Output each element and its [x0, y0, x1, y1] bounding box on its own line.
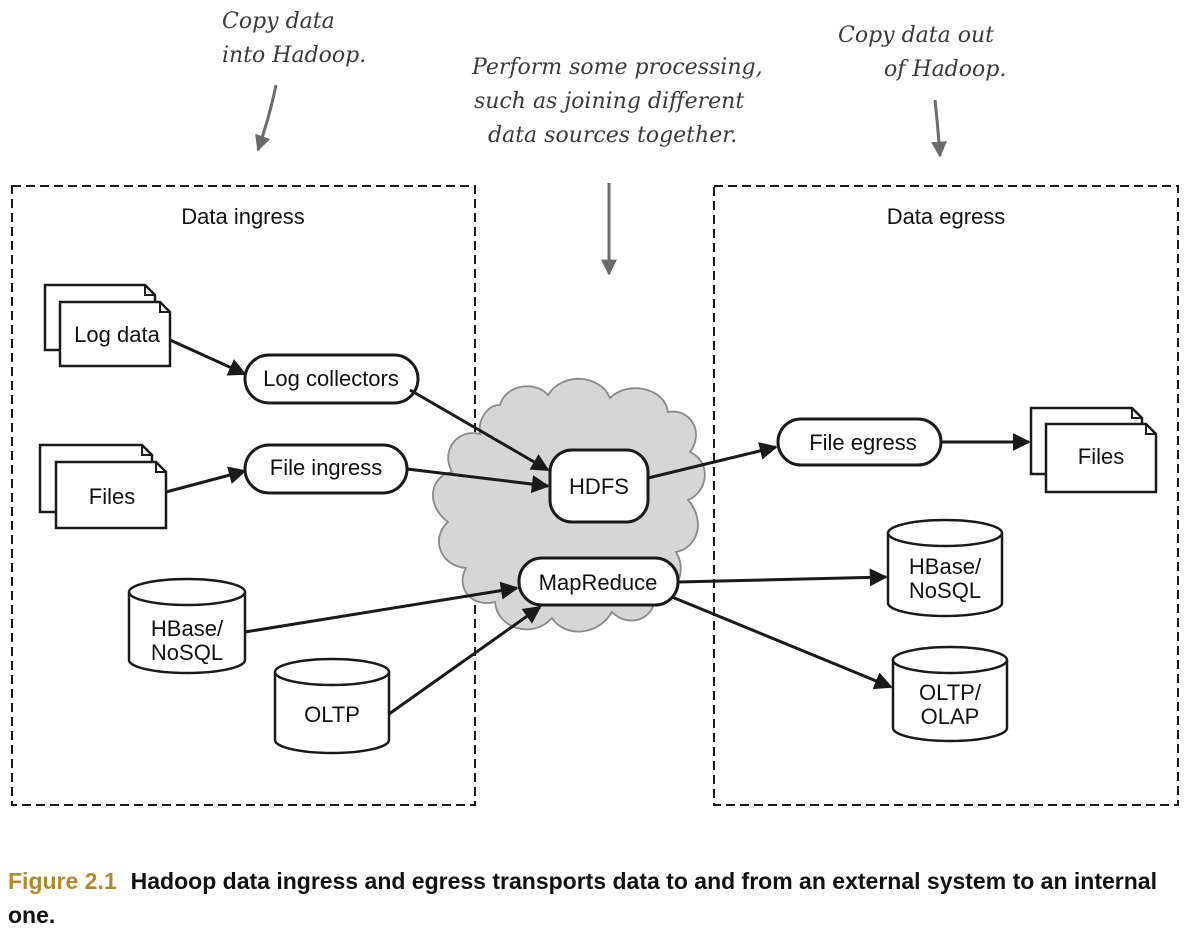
egress-oltp-olap-top: [891, 645, 1009, 675]
annotation-copy-out-arrow: [930, 99, 947, 158]
egress-hbase-top: [886, 518, 1004, 548]
egress-oltp-olap-label-2: OLAP: [921, 704, 980, 729]
egress-files-doc-front: [1044, 422, 1158, 494]
file-ingress-label: File ingress: [270, 455, 382, 480]
hdfs-label: HDFS: [569, 474, 629, 499]
annotation-copy-in-line-1: Copy data: [222, 9, 335, 34]
edge-logdata-to-logcollectors: [169, 338, 247, 376]
egress-oltp-olap-label-1: OLTP/: [919, 680, 982, 705]
annotation-processing: Perform some processing, such as joining…: [471, 55, 763, 276]
ingress-files-doc-front: [54, 460, 168, 530]
ingress-oltp-cylinder: OLTP: [273, 657, 391, 755]
annotation-copy-in: Copy data into Hadoop.: [222, 9, 366, 152]
ingress-oltp-label: OLTP: [304, 702, 360, 727]
log-collectors-pill: [243, 353, 420, 405]
annotation-copy-out-line-2: of Hadoop.: [884, 57, 1006, 82]
annotation-copy-in-line-2: into Hadoop.: [222, 43, 366, 68]
egress-files-documents: Files: [1029, 406, 1158, 494]
ingress-hbase-body: [127, 592, 247, 675]
ingress-title: Data ingress: [181, 204, 305, 229]
annotation-processing-line-1: Perform some processing,: [471, 55, 763, 80]
log-data-label: Log data: [74, 322, 160, 347]
hdfs-node: HDFS: [548, 448, 650, 524]
edge-hbase-to-mapreduce: [244, 581, 519, 634]
log-data-documents: Log data: [43, 283, 172, 368]
egress-panel: Data egress: [713, 185, 1179, 806]
ingress-hbase-cylinder: HBase/ NoSQL: [127, 577, 247, 675]
annotation-processing-line-3: data sources together.: [488, 123, 737, 148]
log-collectors-label: Log collectors: [263, 366, 399, 391]
file-egress-node: File egress: [776, 417, 943, 467]
hdfs-box: [548, 448, 650, 524]
egress-hbase-body: [886, 533, 1004, 618]
egress-oltp-olap-cylinder: OLTP/ OLAP: [891, 645, 1009, 743]
edge-files-to-fileingress: [165, 466, 247, 494]
egress-title: Data egress: [887, 204, 1006, 229]
ingress-hbase-label-2: NoSQL: [151, 640, 223, 665]
mapreduce-node: MapReduce: [517, 556, 680, 607]
ingress-hbase-top: [127, 577, 247, 607]
ingress-files-label: Files: [89, 484, 135, 509]
ingress-panel: Data ingress: [11, 185, 476, 806]
annotation-copy-out-line-1: Copy data out: [838, 23, 994, 48]
file-egress-label: File egress: [809, 430, 917, 455]
edge-fileingress-to-hdfs: [406, 467, 550, 493]
egress-oltp-olap-body: [891, 660, 1009, 743]
annotation-processing-line-2: such as joining different: [474, 89, 744, 114]
edge-hdfs-to-fileegress: [647, 442, 778, 480]
figure-caption-label: Figure 2.1: [8, 868, 117, 894]
edge-logcollectors-to-hdfs: [409, 388, 550, 472]
ingress-hbase-label-1: HBase/: [151, 616, 224, 641]
log-collectors-node: Log collectors: [243, 353, 420, 405]
egress-hbase-cylinder: HBase/ NoSQL: [886, 518, 1004, 618]
log-data-doc-front: [58, 300, 172, 368]
annotation-copy-out: Copy data out of Hadoop.: [838, 23, 1006, 158]
flow-edges: [165, 338, 1031, 716]
edge-oltp-to-mapreduce: [388, 605, 542, 716]
egress-panel-border: [713, 185, 1179, 806]
edge-mapreduce-to-hbase: [677, 568, 888, 587]
ingress-files-documents: Files: [38, 443, 168, 530]
data-flow-diagram: Copy data into Hadoop. Perform some proc…: [11, 9, 1179, 806]
file-ingress-node: File ingress: [243, 443, 409, 495]
egress-hbase-label-1: HBase/: [909, 554, 982, 579]
mapreduce-label: MapReduce: [539, 570, 658, 595]
edge-mapreduce-to-oltp-olap: [671, 595, 893, 690]
annotation-copy-in-arrow: [255, 84, 278, 152]
egress-hbase-label-2: NoSQL: [909, 578, 981, 603]
figure-caption-text: Hadoop data ingress and egress transport…: [8, 868, 1157, 928]
ingress-oltp-body: [273, 672, 391, 755]
egress-files-label: Files: [1078, 444, 1124, 469]
ingress-oltp-top: [273, 657, 391, 687]
